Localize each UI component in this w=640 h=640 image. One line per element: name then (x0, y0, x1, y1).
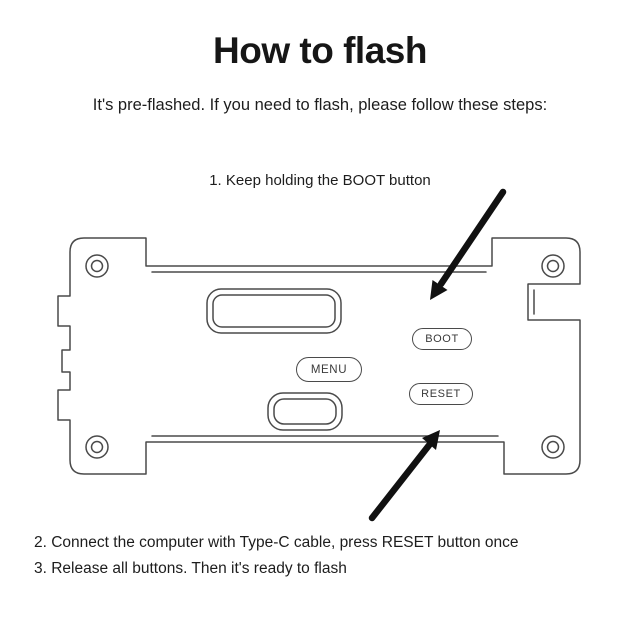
page-title: How to flash (213, 30, 427, 71)
display-window-cutout (206, 288, 342, 334)
arrow-to-boot-icon (430, 188, 507, 300)
menu-button: MENU (296, 357, 362, 382)
step-2-text: 2. Connect the computer with Type-C cabl… (34, 534, 519, 551)
boot-button-label: BOOT (425, 333, 459, 345)
bottom-connector-cutout (267, 392, 343, 431)
menu-button-label: MENU (310, 363, 348, 376)
step-3-text: 3. Release all buttons. Then it's ready … (34, 560, 347, 577)
screw-hole-icon (541, 254, 565, 278)
step-1-text: 1. Keep holding the BOOT button (209, 172, 431, 189)
device-outline (57, 237, 581, 475)
subtitle-text: It's pre-flashed. If you need to flash, … (92, 96, 548, 114)
screw-hole-icon (541, 435, 565, 459)
reset-button: RESET (409, 383, 473, 405)
arrow-to-reset-icon (368, 430, 440, 522)
boot-button: BOOT (412, 328, 472, 350)
screw-hole-icon (85, 254, 109, 278)
screw-hole-icon (85, 435, 109, 459)
reset-button-label: RESET (421, 388, 461, 400)
